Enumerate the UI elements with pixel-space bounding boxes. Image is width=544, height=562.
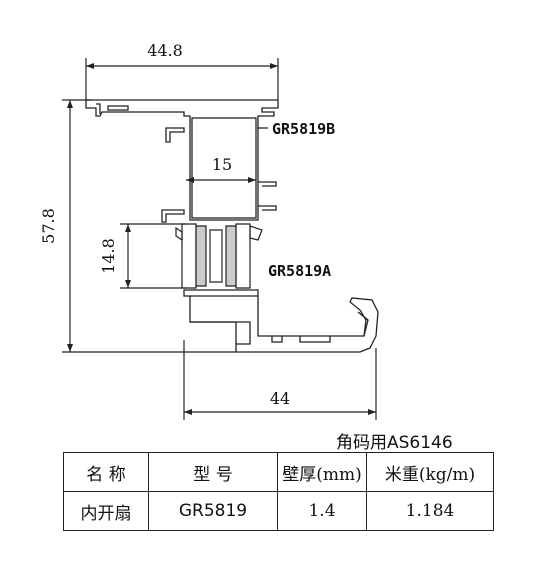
corner-bracket-note: 角码用AS6146 bbox=[336, 433, 453, 453]
cell-wall-thickness: 1.4 bbox=[277, 491, 367, 531]
table-header-row: 名 称 型 号 壁厚(mm) 米重(kg/m) bbox=[63, 452, 494, 492]
dim-gap-height-label: 14.8 bbox=[99, 238, 118, 274]
profile-label-lower: GR5819A bbox=[268, 262, 331, 280]
dim-top-width-label: 44.8 bbox=[147, 41, 183, 60]
cell-name: 内开扇 bbox=[63, 491, 149, 531]
lower-profile bbox=[183, 289, 379, 353]
cell-model: GR5819 bbox=[148, 491, 278, 531]
upper-profile bbox=[85, 99, 279, 223]
header-weight-per-meter: 米重(kg/m) bbox=[366, 452, 494, 492]
dim-overall-height-label: 57.8 bbox=[39, 208, 58, 244]
dim-bottom-width-label: 44 bbox=[270, 389, 290, 408]
header-name: 名 称 bbox=[63, 452, 149, 492]
spec-table: 名 称 型 号 壁厚(mm) 米重(kg/m) 内开扇 GR5819 1.4 1… bbox=[63, 452, 494, 531]
header-wall-thickness: 壁厚(mm) bbox=[277, 452, 367, 492]
table-row: 内开扇 GR5819 1.4 1.184 bbox=[63, 491, 494, 531]
seal-strips bbox=[175, 223, 263, 289]
dim-inner-width-label: 15 bbox=[212, 155, 232, 174]
profile-label-upper: GR5819B bbox=[272, 120, 335, 138]
profile-drawing: 44.8 57.8 15 14.8 44 GR5819B GR5819A bbox=[39, 41, 379, 420]
header-model: 型 号 bbox=[148, 452, 278, 492]
cell-weight-per-meter: 1.184 bbox=[366, 491, 494, 531]
